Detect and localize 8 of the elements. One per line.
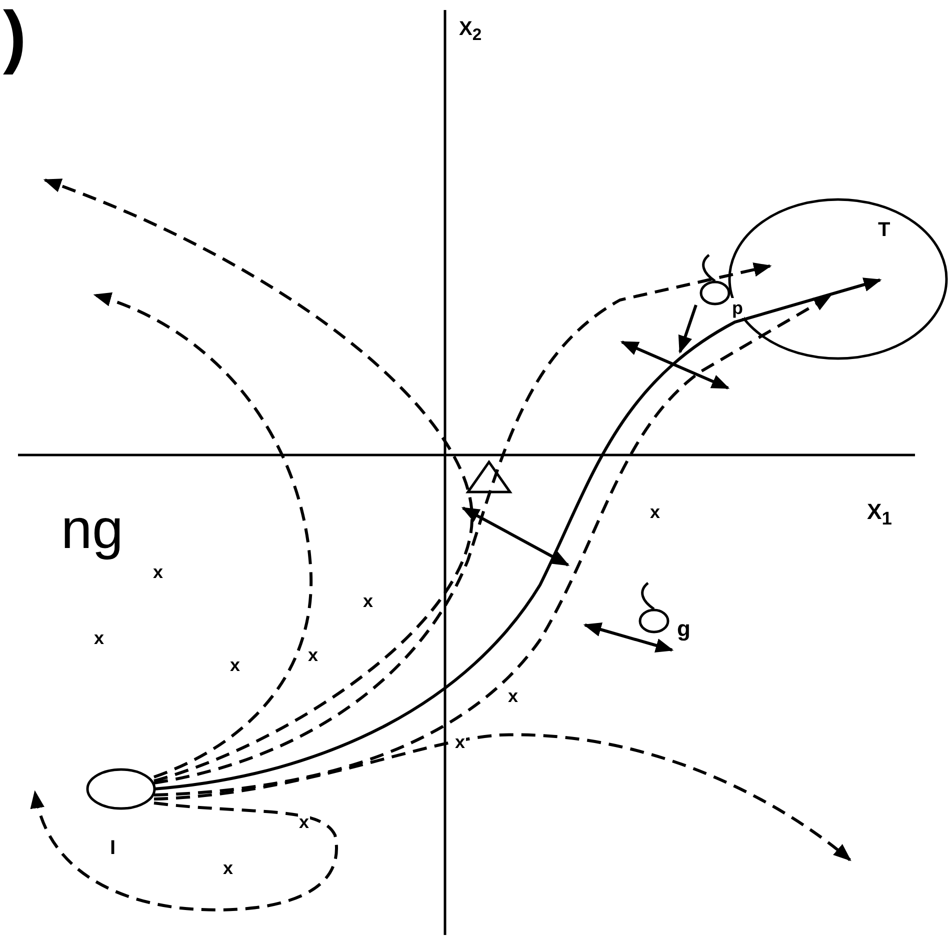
trajectory-arrow: [43, 178, 474, 782]
trajectory-arrow: [154, 262, 772, 784]
trajectory-arrow: [31, 790, 338, 912]
symbol-label: p: [731, 298, 744, 318]
region-label: T: [878, 220, 890, 240]
trajectory-arrow: [154, 734, 852, 862]
region-label: I: [110, 838, 116, 858]
trajectory-arrow: [93, 293, 312, 778]
